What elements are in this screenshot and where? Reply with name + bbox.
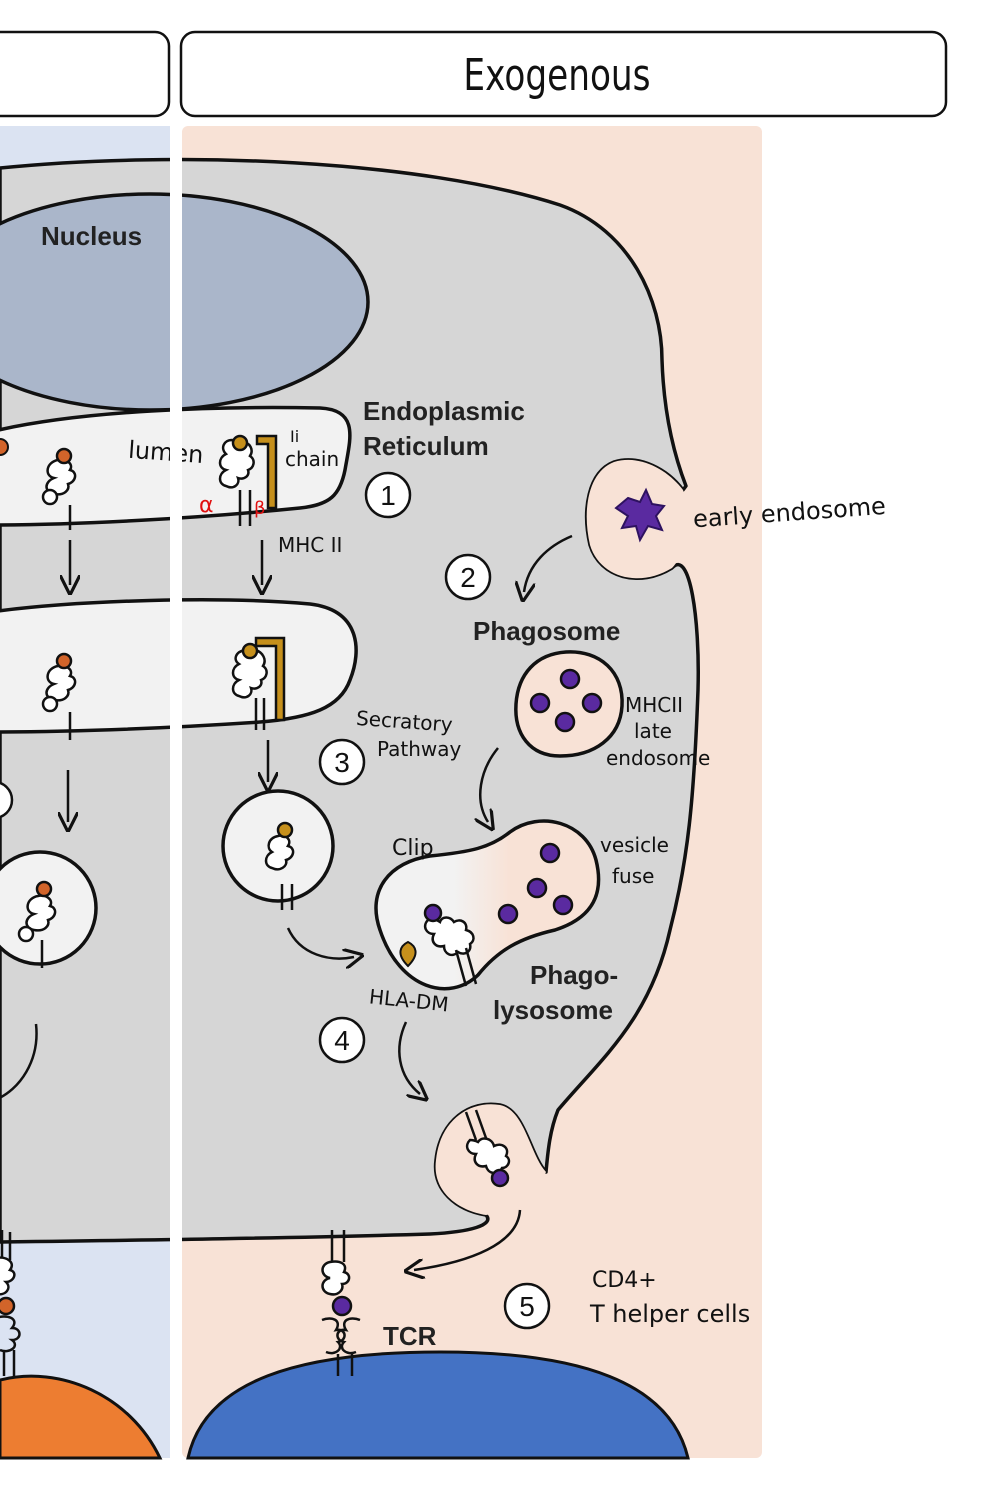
lumen-label: lumen xyxy=(127,436,204,469)
step-5-number: 5 xyxy=(519,1291,535,1322)
er-label-line2: Reticulum xyxy=(363,431,489,461)
tcr-label: TCR xyxy=(383,1321,437,1351)
vesicle-fuse-label-line1: vesicle xyxy=(600,833,669,857)
panel-divider xyxy=(170,126,182,1458)
vesicle-to-phagolysosome-arrow xyxy=(286,927,354,958)
step-2-number: 2 xyxy=(460,562,476,593)
step-4-number: 4 xyxy=(334,1025,350,1056)
step-3-number: 3 xyxy=(334,747,350,778)
mhc2-peptide-loading xyxy=(423,903,478,987)
step-1-number: 1 xyxy=(380,480,396,511)
header-title: Exogenous xyxy=(463,50,650,101)
cd4-label-line2: T helper cells xyxy=(589,1300,750,1328)
mhc2-label: MHC II xyxy=(278,533,342,557)
phagolysosome-label-line1: Phago- xyxy=(530,960,618,990)
phagolysosome-label-line2: lysosome xyxy=(493,995,613,1025)
phagolysosome-to-membrane-arrow xyxy=(398,1021,420,1094)
beta-label: β xyxy=(254,498,266,519)
tcr-receptor xyxy=(321,1317,361,1376)
mhc1-golgi xyxy=(41,652,77,740)
clip-label: Clip xyxy=(392,836,434,861)
step-4-circle xyxy=(318,1016,366,1064)
mhc2-ii-complex-er xyxy=(218,434,278,526)
late-endosome-label-line1: MHCII xyxy=(625,693,683,717)
late-endosome-label-line3: endosome xyxy=(606,746,710,770)
mhc2-antigen-exocytosis xyxy=(464,1109,511,1188)
phagosome-label: Phagosome xyxy=(473,616,620,646)
cd4-label-line1: CD4+ xyxy=(592,1268,657,1293)
ii-chain-label-line1: Ii xyxy=(290,427,299,446)
mhc1-er xyxy=(41,447,77,530)
endosome-to-phagosome-arrow xyxy=(524,534,573,592)
vesicle-fuse-label-line2: fuse xyxy=(612,864,654,888)
step-2-circle xyxy=(444,553,492,601)
phagolysosome-antigens xyxy=(497,842,574,925)
mhc2-ii-complex-golgi xyxy=(231,636,286,730)
alpha-label: α xyxy=(199,493,214,518)
peptide-left-edge xyxy=(0,438,9,456)
mhc1-surface-complex xyxy=(0,1230,21,1376)
phagosome-antigens xyxy=(529,668,603,733)
cytotoxic-t-cell xyxy=(0,1374,163,1460)
mhc1-vesicle-complex xyxy=(17,880,57,968)
t-helper-cell xyxy=(186,1350,690,1460)
step-3-circle xyxy=(318,738,366,786)
phagosome-to-lysosome-arrow xyxy=(480,747,499,822)
exogenous-header-box xyxy=(179,30,948,118)
endogenous-header-box xyxy=(0,30,171,118)
mhc1-transport-arc xyxy=(0,1023,38,1099)
partial-step-circle xyxy=(0,781,14,819)
clip-fragment xyxy=(399,940,417,968)
phagolysosome xyxy=(374,819,601,991)
phagosome xyxy=(514,650,624,758)
er-label-line1: Endoplasmic xyxy=(363,396,525,426)
pathogen-icon xyxy=(614,487,666,543)
nucleus-label: Nucleus xyxy=(41,221,142,251)
ii-chain-label-line2: chain xyxy=(285,447,339,471)
step-5-circle xyxy=(503,1282,551,1330)
secretory-label-line2: Pathway xyxy=(377,737,462,761)
late-endosome-label-line2: late xyxy=(634,719,672,743)
exocytosis-to-surface-arrow xyxy=(414,1209,522,1270)
mhc2-clip-vesicle xyxy=(264,821,295,910)
mhc2-surface-complex xyxy=(321,1230,353,1317)
step-1-circle xyxy=(364,471,412,519)
